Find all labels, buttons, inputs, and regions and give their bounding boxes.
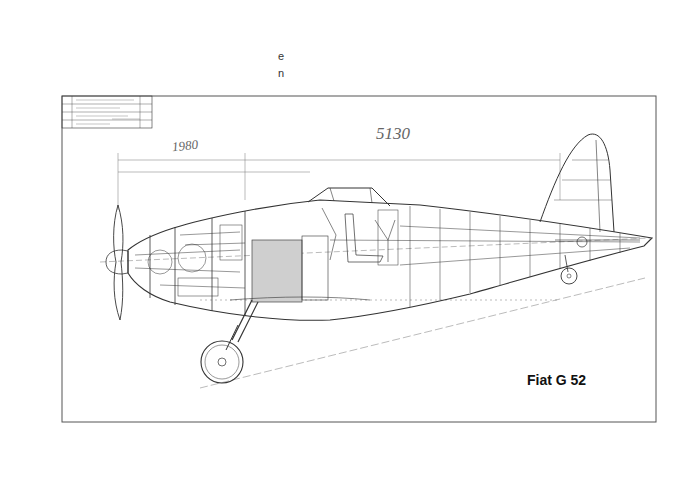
page-mark: e	[278, 50, 284, 62]
dimension-note: 5130	[376, 124, 410, 144]
dimension-note: 1980	[171, 137, 199, 156]
page-mark: n	[278, 67, 284, 79]
drawing-title: Fiat G 52	[527, 372, 586, 388]
